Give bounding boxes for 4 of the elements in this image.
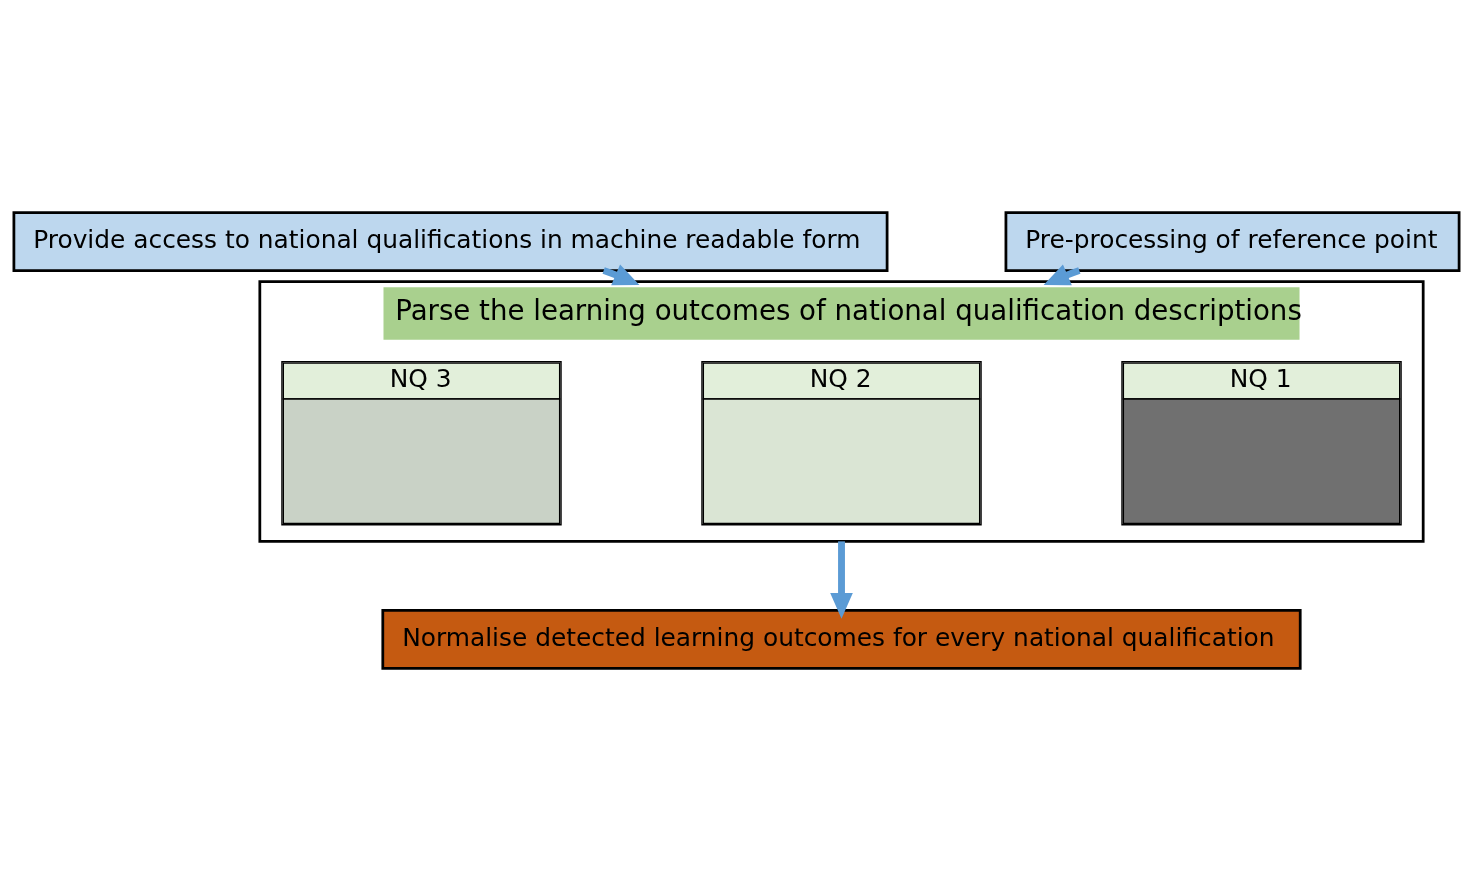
node-box: Pre-processing of reference point <box>1004 210 1461 272</box>
node-box: Normalise detected learning outcomes for every national qualification <box>381 608 1302 670</box>
arrow <box>830 540 853 619</box>
node-box: Provide access to national qualifications in machine readable form <box>12 210 889 272</box>
